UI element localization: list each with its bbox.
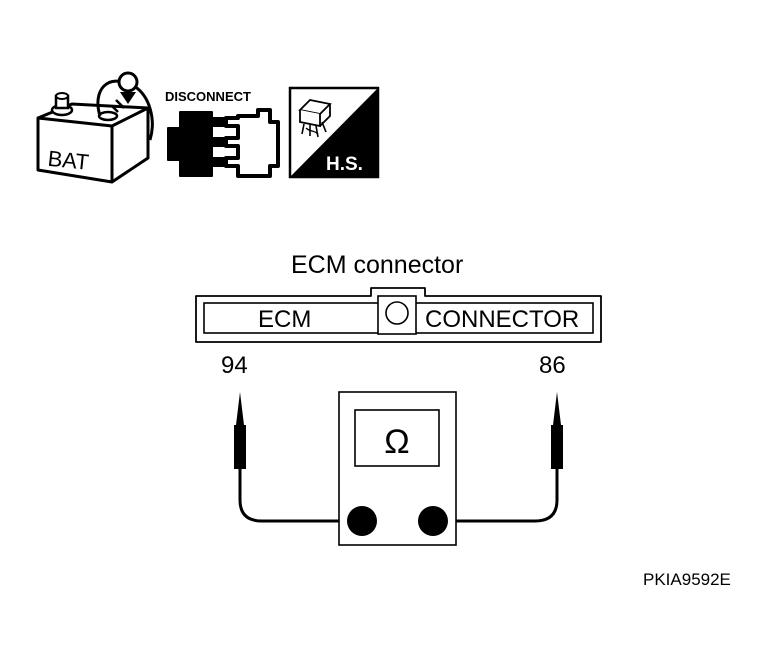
ecm-connector: ECM CONNECTOR	[195, 287, 602, 343]
battery-label: BAT	[47, 146, 91, 175]
connector-right-text: CONNECTOR	[425, 306, 579, 333]
meter-terminal-left	[347, 506, 377, 536]
meter-terminal-right	[418, 506, 448, 536]
connector-lock-icon	[385, 301, 409, 325]
right-test-probe	[450, 392, 563, 523]
connector-disconnect-icon: DISCONNECT	[165, 89, 280, 178]
terminal-label-right: 86	[539, 352, 566, 379]
harness-side-icon: H.S.	[288, 86, 380, 179]
connector-title: ECM connector	[291, 251, 463, 279]
terminal-label-left: 94	[221, 352, 248, 379]
meter-display	[354, 409, 440, 467]
meter-symbol: Ω	[384, 423, 409, 461]
harness-side-label: H.S.	[326, 154, 363, 175]
disconnect-label: DISCONNECT	[165, 89, 251, 104]
left-test-probe	[234, 392, 344, 523]
battery-disconnect-icon: BAT	[36, 71, 154, 184]
connector-left-text: ECM	[258, 306, 311, 333]
figure-code: PKIA9592E	[643, 570, 731, 589]
ohmmeter-icon: Ω	[338, 391, 457, 546]
